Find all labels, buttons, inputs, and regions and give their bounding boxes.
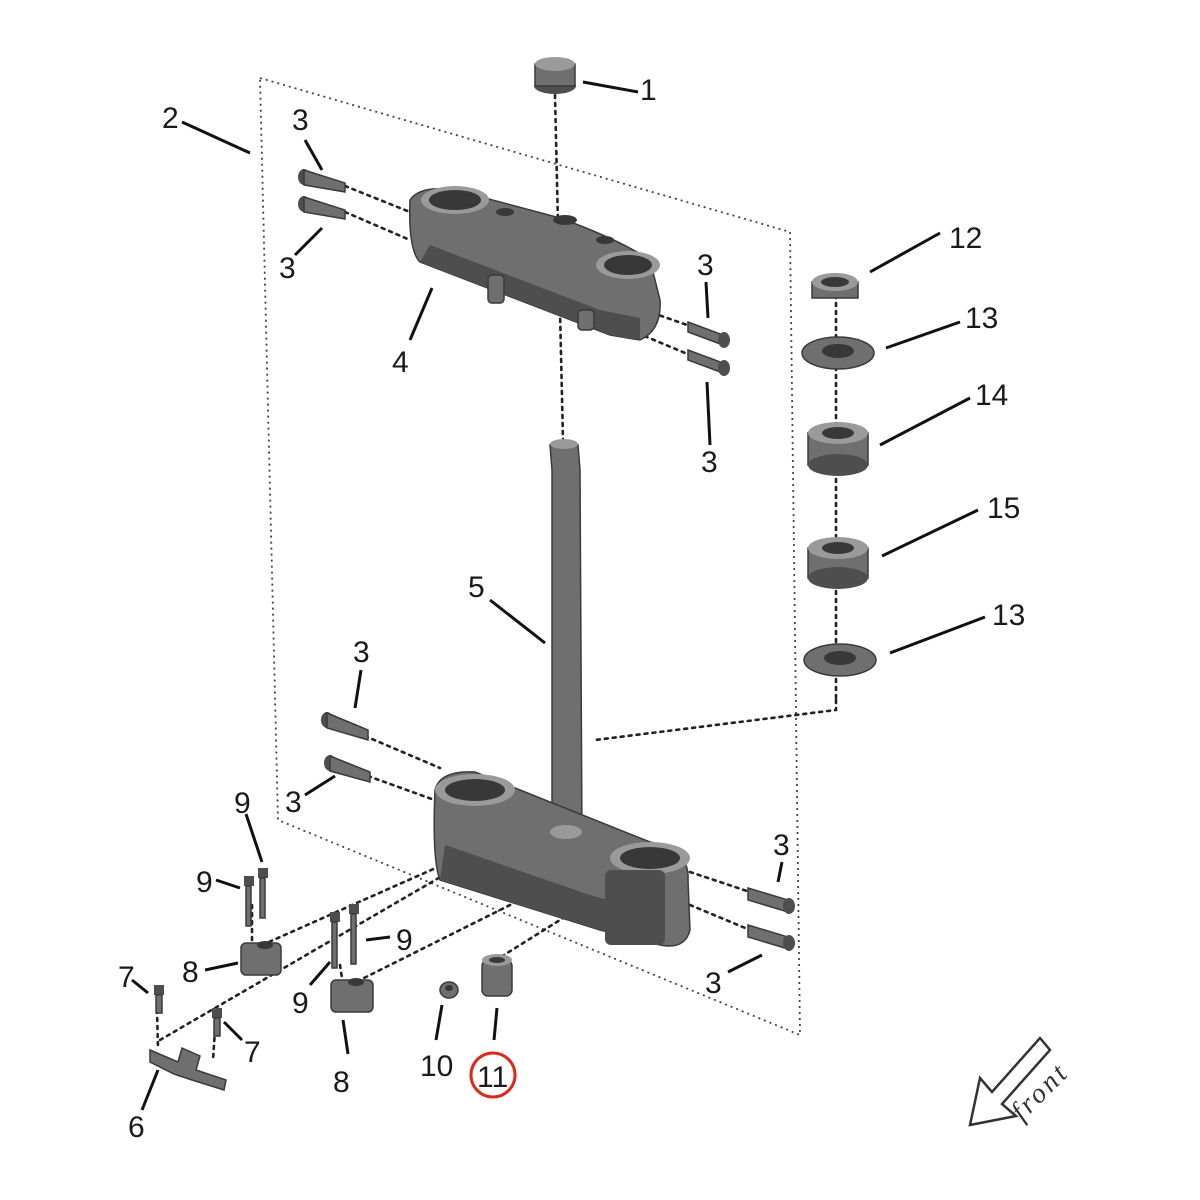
clamp-block: [240, 941, 282, 976]
part-lock-nut: [811, 273, 859, 299]
screw: [349, 904, 359, 965]
bolt: [747, 923, 795, 951]
callout-13: 13: [992, 599, 1025, 632]
clamp-block: [330, 978, 374, 1013]
callout-9: 9: [396, 924, 413, 957]
callout-4: 4: [392, 346, 409, 379]
callout-1: 1: [640, 74, 657, 107]
callout-12: 12: [949, 222, 982, 255]
callout-9: 9: [196, 866, 213, 899]
callout-7: 7: [244, 1036, 261, 1069]
part-washer-upper: [801, 336, 875, 370]
bolt: [687, 320, 730, 348]
callout-3: 3: [285, 786, 302, 819]
screw: [154, 985, 164, 1014]
callout-9: 9: [234, 787, 251, 820]
part-lower-bearing: [807, 537, 869, 589]
bolt: [747, 886, 795, 914]
part-cap: [534, 57, 576, 94]
screw: [244, 876, 254, 927]
callout-3: 3: [773, 829, 790, 862]
part-cable-clamps: [240, 941, 374, 1013]
part-steering-stem-lower-clamp: [433, 439, 691, 947]
bolt: [687, 348, 730, 376]
callout-3: 3: [705, 967, 722, 1000]
part-upper-bearing: [807, 422, 869, 476]
part-bolt-10: [439, 981, 459, 999]
part-washer-lower: [803, 643, 877, 677]
assembly-frame: [259, 76, 801, 1037]
part-clip-11: [481, 954, 513, 997]
callout-8: 8: [182, 956, 199, 989]
callout-7: 7: [118, 961, 135, 994]
callout-10: 10: [420, 1050, 453, 1083]
callout-8: 8: [333, 1066, 350, 1099]
screw: [212, 1008, 222, 1037]
callout-6: 6: [128, 1111, 145, 1144]
front-direction-indicator: front: [968, 1036, 1075, 1127]
part-long-screws: [244, 868, 359, 969]
screw: [330, 912, 340, 969]
callout-11: 11: [477, 1061, 508, 1094]
callout-3: 3: [697, 249, 714, 282]
callout-2: 2: [162, 102, 179, 135]
bolt: [321, 711, 369, 742]
front-arrow-icon: [968, 1036, 1052, 1127]
callout-3: 3: [701, 446, 718, 479]
callout-15: 15: [987, 492, 1020, 525]
callout-5: 5: [468, 571, 485, 604]
bolt: [298, 168, 346, 193]
callout-3: 3: [292, 104, 309, 137]
part-bracket: [149, 1046, 227, 1091]
part-upper-triple-clamp: [408, 186, 661, 341]
callout-labels: 1 2 3 3 3 3 3 3 3 3 4 5 6 7 7 8 8 9 9 9 …: [118, 74, 1025, 1144]
callout-9: 9: [292, 987, 309, 1020]
callout-14: 14: [975, 379, 1008, 412]
callout-3: 3: [279, 252, 296, 285]
bolt: [298, 195, 346, 220]
screw: [258, 868, 268, 919]
part-bolts: [298, 168, 795, 951]
bolt: [324, 754, 371, 783]
callout-13: 13: [965, 302, 998, 335]
leader-lines: [131, 80, 986, 1111]
highlight-ring: [469, 1051, 517, 1099]
part-small-screws: [154, 985, 222, 1037]
callout-3: 3: [353, 636, 370, 669]
